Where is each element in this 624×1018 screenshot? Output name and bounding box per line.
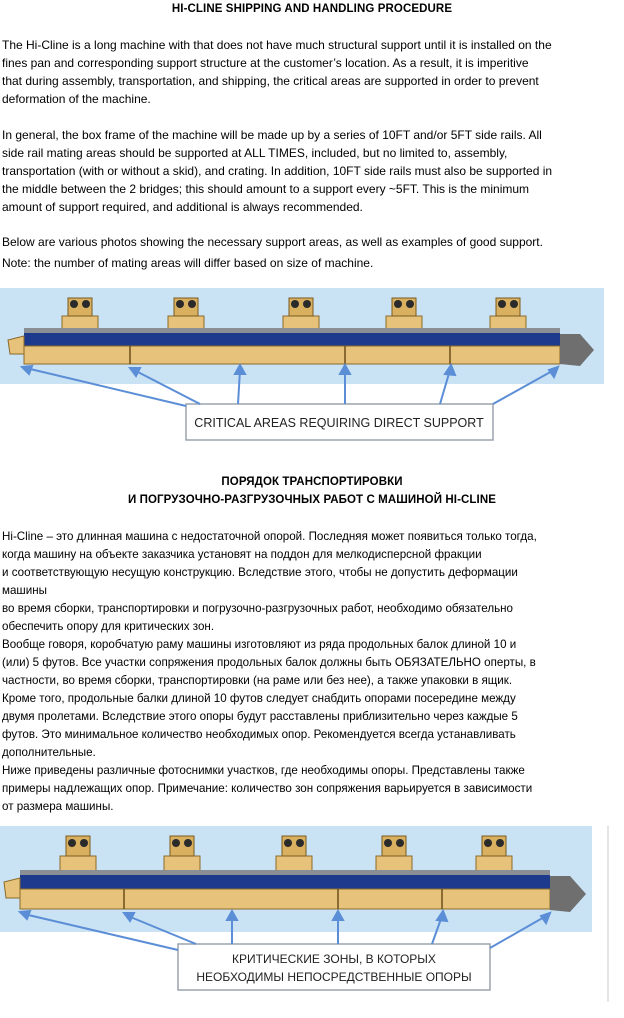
- text-line: fines pan and corresponding support stru…: [2, 56, 529, 70]
- text-line: The Hi-Cline is a long machine with that…: [2, 38, 552, 52]
- text-line: In general, the box frame of the machine…: [2, 128, 542, 142]
- outlet-chute: [560, 334, 594, 366]
- doc-title-ru-1: ПОРЯДОК ТРАНСПОРТИРОВКИ: [221, 476, 403, 488]
- text-line: машины: [2, 584, 47, 597]
- text-line: Кроме того, продольные балки длиной 10 ф…: [2, 692, 516, 705]
- text-line: примеры надлежащих опор. Примечание: кол…: [2, 782, 533, 795]
- text-line: обеспечить опору для критических зон.: [2, 620, 215, 633]
- text-line: двумя пролетами. Вследствие этого опоры …: [2, 710, 518, 723]
- text-line: transportation (with or without a skid),…: [2, 164, 553, 178]
- text-line: that during assembly, transportation, an…: [2, 74, 539, 88]
- blue-rail: [20, 875, 550, 889]
- side-rail-beam: [23, 345, 561, 365]
- callout-label-ru-1: КРИТИЧЕСКИЕ ЗОНЫ, В КОТОРЫХ: [232, 952, 436, 966]
- text-line: the middle between the 2 bridges; this s…: [2, 182, 530, 196]
- text-line: amount of support required, and addition…: [2, 200, 363, 214]
- machine-diagram-en: CRITICAL AREAS REQUIRING DIRECT SUPPORT: [0, 288, 604, 441]
- text-line: Ниже приведены различные фотоснимки учас…: [2, 764, 525, 777]
- outlet-chute: [550, 876, 586, 912]
- inlet-chute: [7, 335, 25, 355]
- callout-box: [185, 403, 494, 441]
- mating-note-en: Note: the number of mating areas will di…: [2, 254, 624, 272]
- text-line: Below are various photos showing the nec…: [2, 235, 543, 249]
- text-line: когда машину на объекте заказчика устано…: [2, 548, 482, 561]
- body-text-ru: Hi-Cline – это длинная машина с недостат…: [2, 528, 624, 816]
- side-rail-beam: [19, 888, 551, 910]
- text-line: футов. Это минимальное количество необхо…: [2, 728, 516, 741]
- text-line: и соответствующую несущую конструкцию. В…: [2, 566, 518, 579]
- frame-top: [20, 870, 550, 875]
- doc-title-en: HI-CLINE SHIPPING AND HANDLING PROCEDURE: [171, 3, 453, 15]
- support-arrows: [19, 362, 560, 407]
- text-line: (или) 5 футов. Все участки сопряжения пр…: [2, 656, 536, 669]
- text-line: Hi-Cline – это длинная машина с недостат…: [2, 530, 537, 543]
- support-arrows: [17, 908, 552, 951]
- support-paragraph-en: In general, the box frame of the machine…: [2, 126, 624, 216]
- inlet-chute: [3, 877, 21, 899]
- callout-box: [177, 943, 491, 991]
- photos-note-en: Below are various photos showing the nec…: [2, 233, 624, 251]
- frame-top: [24, 328, 560, 333]
- blue-rail: [24, 333, 560, 346]
- text-line: во время сборки, транспортировки и погру…: [2, 602, 513, 615]
- text-line: частности, во время сборки, транспортиро…: [2, 674, 513, 687]
- machine-diagram-ru: КРИТИЧЕСКИЕ ЗОНЫ, В КОТОРЫХ НЕОБХОДИМЫ Н…: [0, 826, 609, 1002]
- text-line: side rail mating areas should be support…: [2, 146, 508, 160]
- text-line: deformation of the machine.: [2, 92, 151, 106]
- callout-label-ru-2: НЕОБХОДИМЫ НЕПОСРЕДСТВЕННЫЕ ОПОРЫ: [196, 970, 471, 984]
- text-line: дополнительные.: [2, 746, 96, 759]
- doc-title-ru-2: И ПОГРУЗОЧНО-РАЗГРУЗОЧНЫХ РАБОТ С МАШИНО…: [127, 494, 497, 506]
- text-line: Note: the number of mating areas will di…: [2, 256, 374, 270]
- text-line: Вообще говоря, коробчатую раму машины из…: [2, 638, 517, 651]
- callout-label-en: CRITICAL AREAS REQUIRING DIRECT SUPPORT: [194, 416, 484, 430]
- intro-paragraph-en: The Hi-Cline is a long machine with that…: [2, 36, 624, 108]
- text-line: от размера машины.: [2, 800, 114, 813]
